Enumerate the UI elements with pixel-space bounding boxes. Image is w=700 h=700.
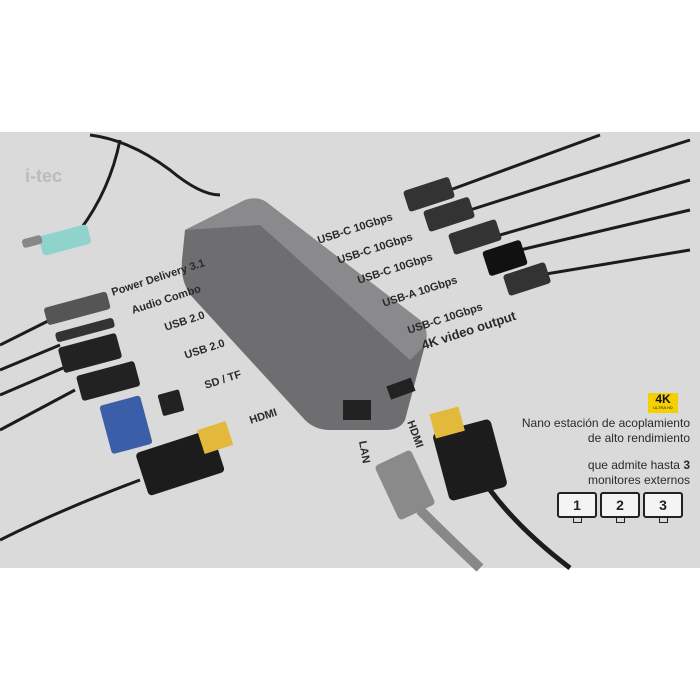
hdmi-cable-bottom [488, 488, 572, 570]
desc-line1: Nano estación de acoplamiento [521, 416, 690, 430]
description-title: Nano estación de acoplamiento de alto re… [522, 416, 690, 446]
badge-main: 4K [655, 392, 671, 406]
badge-sub: ULTRA HD [653, 405, 673, 410]
left-cables [0, 318, 141, 542]
docking-hub [181, 198, 427, 430]
lan-plug [375, 450, 435, 520]
description-monitors: que admite hasta 3 monitores externos [588, 458, 690, 488]
monitor-icon-3: 3 [643, 492, 683, 523]
usb-a-plug-1 [58, 333, 122, 373]
desc-count: 3 [683, 458, 690, 472]
lan-cable [416, 506, 484, 572]
monitor-icon-2: 2 [600, 492, 640, 523]
brand-logo: i-tec [25, 166, 63, 186]
usb-c-pd-plug [44, 291, 111, 325]
monitor-icon-1: 1 [557, 492, 597, 523]
sd-card [99, 395, 153, 454]
hdmi-plug-bottom [433, 419, 507, 501]
audio-plug [55, 318, 115, 342]
hdmi-plug-left [136, 429, 225, 496]
power-cable [78, 133, 221, 231]
4k-badge: 4K ULTRA HD [648, 393, 678, 413]
desc-line3: que admite hasta [587, 458, 680, 472]
usb-a-plug-2 [76, 361, 140, 401]
pd-connector [39, 224, 91, 256]
desc-line4: monitores externos [587, 473, 690, 487]
tf-card [157, 389, 184, 416]
right-connectors [403, 177, 551, 296]
desc-line2: de alto rendimiento [587, 431, 690, 445]
right-cables [449, 133, 691, 277]
